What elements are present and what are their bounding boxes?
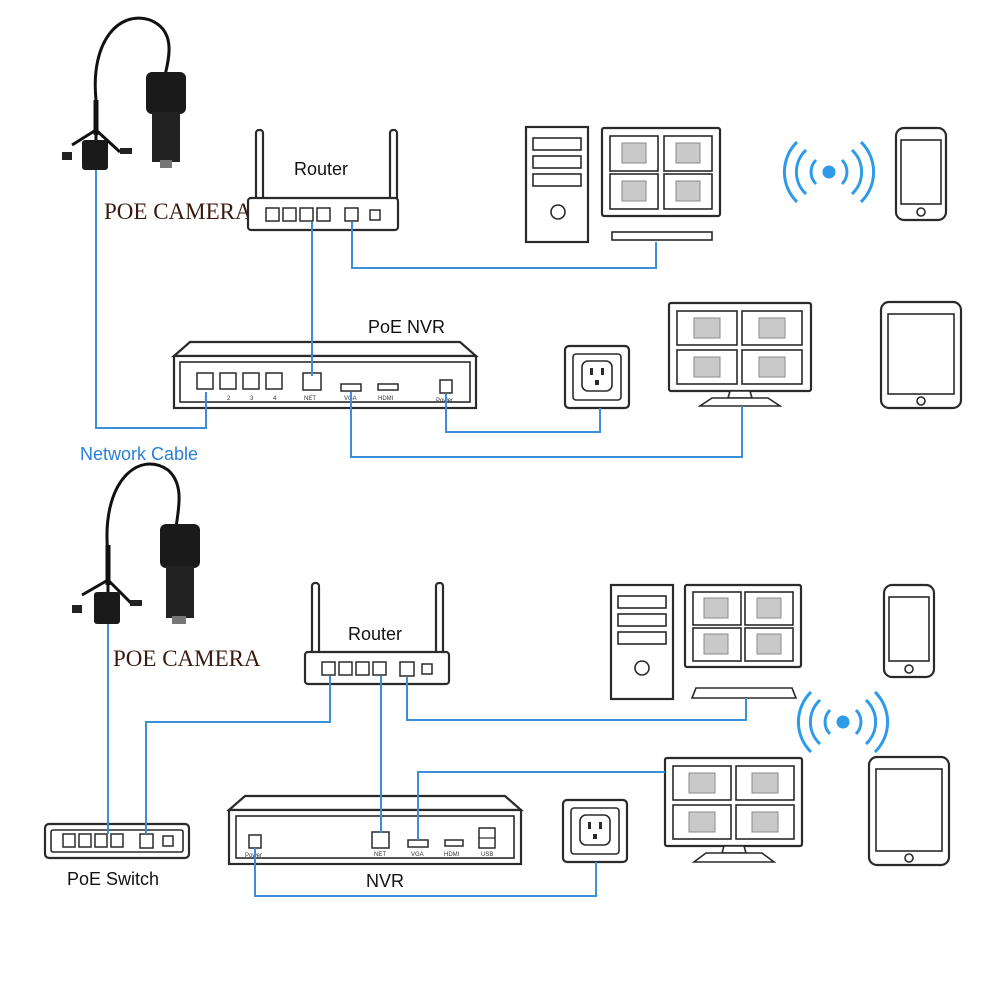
cables-top (95, 170, 743, 458)
power-outlet-icon (561, 798, 629, 864)
poe-switch-icon (43, 822, 191, 860)
desktop-pc-icon (524, 125, 590, 244)
router-top-label: Router (294, 159, 348, 179)
poe-switch-label: PoE Switch (67, 869, 159, 889)
tablet-icon (879, 300, 963, 410)
wifi-icon (782, 140, 876, 204)
poe-camera-top-label: POE CAMERA (104, 199, 252, 224)
port-label-3: 3 (250, 396, 254, 402)
desktop-pc-icon (609, 583, 675, 701)
camera-icon (62, 16, 186, 170)
monitor-icon (683, 583, 803, 699)
port-label-net: NET (304, 396, 316, 402)
port-label-4: 4 (273, 396, 277, 402)
cables-bottom (107, 624, 747, 897)
port-label-2: 2 (227, 396, 231, 402)
power-outlet-icon (563, 344, 631, 410)
poe-camera-bottom-label: POE CAMERA (113, 646, 261, 671)
port-label-vga: VGA (411, 852, 424, 858)
nvr-icon: Power NET VGA HDMI USB (226, 794, 524, 866)
port-label-usb: USB (481, 852, 493, 858)
nvr-icon: 1 2 3 4 NET VGA HDMI Power (171, 340, 479, 410)
port-label-hdmi: HDMI (444, 852, 460, 858)
port-label-power: Power (436, 398, 453, 404)
network-cable-label: Network Cable (80, 444, 198, 464)
camera-icon (72, 462, 200, 624)
tablet-icon (867, 755, 951, 867)
port-label-net: NET (374, 852, 386, 858)
monitor-icon (600, 126, 722, 241)
poe-nvr-label: PoE NVR (368, 317, 445, 337)
port-label-hdmi: HDMI (378, 396, 394, 402)
wifi-icon (796, 690, 890, 754)
router-bottom-label: Router (348, 624, 402, 644)
smartphone-icon (894, 126, 948, 222)
router-icon (246, 128, 400, 232)
smartphone-icon (882, 583, 936, 679)
monitor-icon (663, 756, 804, 863)
router-icon (303, 581, 451, 686)
monitor-icon (667, 301, 813, 407)
nvr-label: NVR (366, 871, 404, 891)
port-label-power: Power (245, 853, 262, 859)
